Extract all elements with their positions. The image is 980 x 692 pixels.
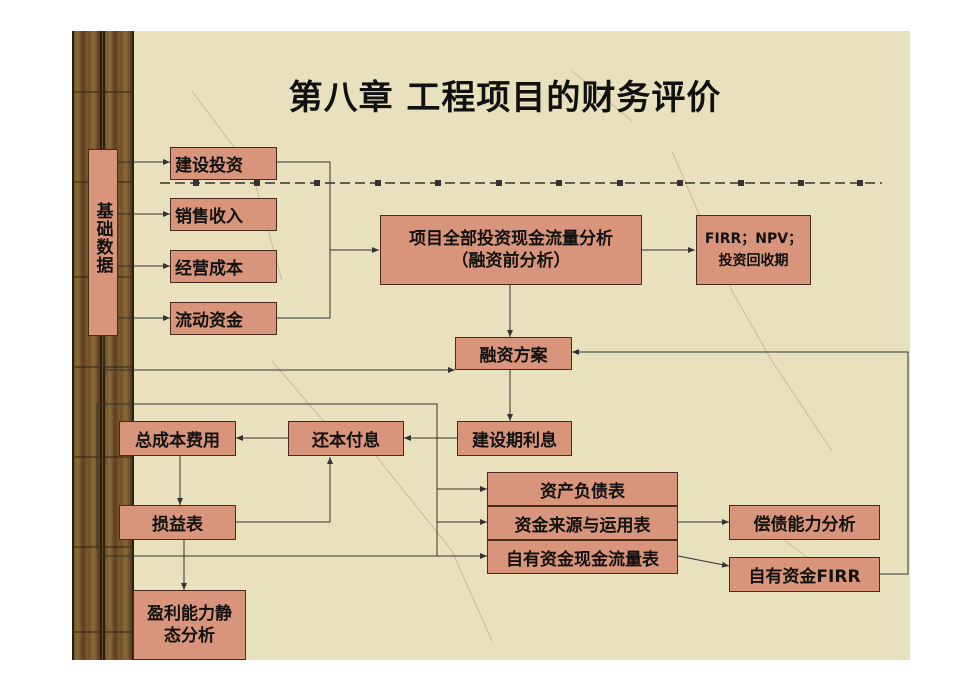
- pre-finance-analysis-line1: 项目全部投资现金流量分析: [409, 229, 613, 249]
- basic-data-label: 基础数据: [88, 149, 118, 336]
- indicators-box: FIRR；NPV； 投资回收期: [696, 215, 811, 285]
- repayment-box: 还本付息: [288, 421, 404, 456]
- balance-sheet-box: 资产负债表: [487, 472, 678, 506]
- wood-border: [72, 31, 134, 660]
- indicators-line1: FIRR；NPV；: [704, 231, 803, 247]
- separator-marker: [857, 180, 863, 186]
- construction-investment-box: 建设投资: [170, 147, 277, 180]
- static-profit-line1: 盈利能力静: [147, 604, 232, 624]
- pre-finance-analysis-line2: （融资前分析）: [451, 251, 571, 271]
- static-profit-line2: 态分析: [164, 626, 215, 646]
- static-profit-analysis-box: 盈利能力静 态分析: [133, 590, 246, 660]
- separator-marker: [617, 180, 623, 186]
- separator-marker: [677, 180, 683, 186]
- pre-finance-analysis-box: 项目全部投资现金流量分析 （融资前分析）: [380, 215, 642, 285]
- page-title: 第八章 工程项目的财务评价: [288, 78, 722, 118]
- separator-marker: [798, 180, 804, 186]
- operating-cost-box: 经营成本: [170, 250, 277, 283]
- total-cost-box: 总成本费用: [119, 421, 236, 456]
- separator-marker: [193, 180, 199, 186]
- separator-marker: [435, 180, 441, 186]
- funds-flow-box: 资金来源与运用表: [487, 506, 678, 540]
- equity-firr-box: 自有资金FIRR: [729, 557, 880, 592]
- indicators-line2: 投资回收期: [718, 253, 789, 269]
- separator-marker: [738, 180, 744, 186]
- equity-cashflow-box: 自有资金现金流量表: [487, 540, 678, 574]
- solvency-analysis-box: 偿债能力分析: [729, 505, 880, 540]
- sales-revenue-box: 销售收入: [170, 198, 277, 231]
- construction-interest-box: 建设期利息: [457, 421, 572, 456]
- financing-plan-box: 融资方案: [455, 337, 572, 370]
- separator-marker: [496, 180, 502, 186]
- separator-marker: [254, 180, 260, 186]
- separator-marker: [556, 180, 562, 186]
- separator-marker: [375, 180, 381, 186]
- income-statement-box: 损益表: [119, 505, 236, 540]
- working-capital-box: 流动资金: [170, 302, 277, 335]
- separator-marker: [314, 180, 320, 186]
